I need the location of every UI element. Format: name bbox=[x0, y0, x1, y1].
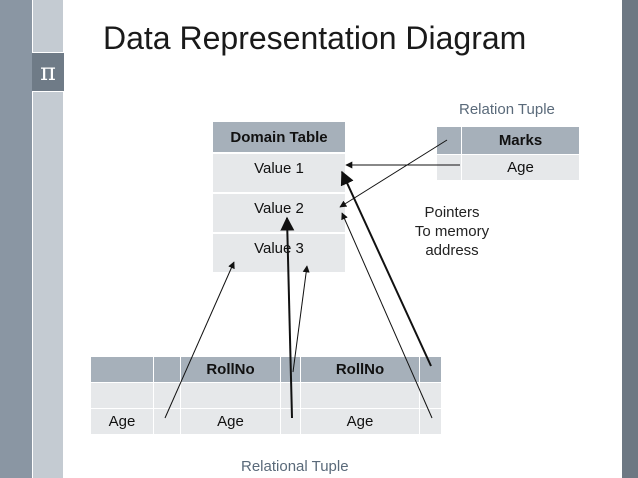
marks-header: Marks bbox=[498, 132, 543, 149]
rel-cell bbox=[419, 408, 442, 435]
slide-title: Data Representation Diagram bbox=[103, 20, 527, 56]
rel-header-rollno-1: RollNo bbox=[180, 356, 281, 383]
arrow-marks-to-value2 bbox=[339, 139, 448, 208]
relational-age-row: Age Age Age bbox=[90, 408, 442, 435]
relational-empty-row bbox=[90, 382, 442, 409]
domain-table-header: Domain Table bbox=[213, 122, 345, 152]
rel-age-cell-1: Age bbox=[90, 408, 154, 435]
domain-value-2: Value 2 bbox=[213, 192, 345, 232]
rel-header-cell bbox=[90, 356, 154, 383]
rel-header-cell bbox=[280, 356, 301, 383]
relation-tuple-table: Marks Age bbox=[437, 127, 579, 180]
marks-data-row: Age bbox=[437, 154, 579, 180]
domain-table: Domain Table Value 1 Value 2 Value 3 bbox=[213, 122, 345, 272]
left-sidebar-band bbox=[0, 0, 32, 478]
relational-tuple-table: RollNo RollNo Age Age Age bbox=[90, 356, 442, 435]
relational-header-row: RollNo RollNo bbox=[90, 356, 442, 383]
rel-cell bbox=[153, 408, 181, 435]
arrow-rollno2-to-value1 bbox=[340, 170, 432, 367]
marks-age-cell: Age bbox=[507, 159, 534, 176]
rel-header-cell bbox=[153, 356, 181, 383]
rel-header-cell bbox=[419, 356, 442, 383]
rel-age-cell-3: Age bbox=[300, 408, 420, 435]
pi-logo-icon: π bbox=[32, 52, 64, 92]
right-edge-band bbox=[622, 0, 638, 478]
rel-cell bbox=[280, 408, 301, 435]
rel-age-cell-2: Age bbox=[180, 408, 281, 435]
relation-tuple-caption: Relation Tuple bbox=[459, 101, 555, 118]
marks-header-row: Marks bbox=[437, 127, 579, 154]
rel-header-rollno-2: RollNo bbox=[300, 356, 420, 383]
relational-tuple-caption: Relational Tuple bbox=[241, 458, 349, 475]
domain-value-3: Value 3 bbox=[213, 232, 345, 272]
domain-value-1: Value 1 bbox=[213, 152, 345, 192]
